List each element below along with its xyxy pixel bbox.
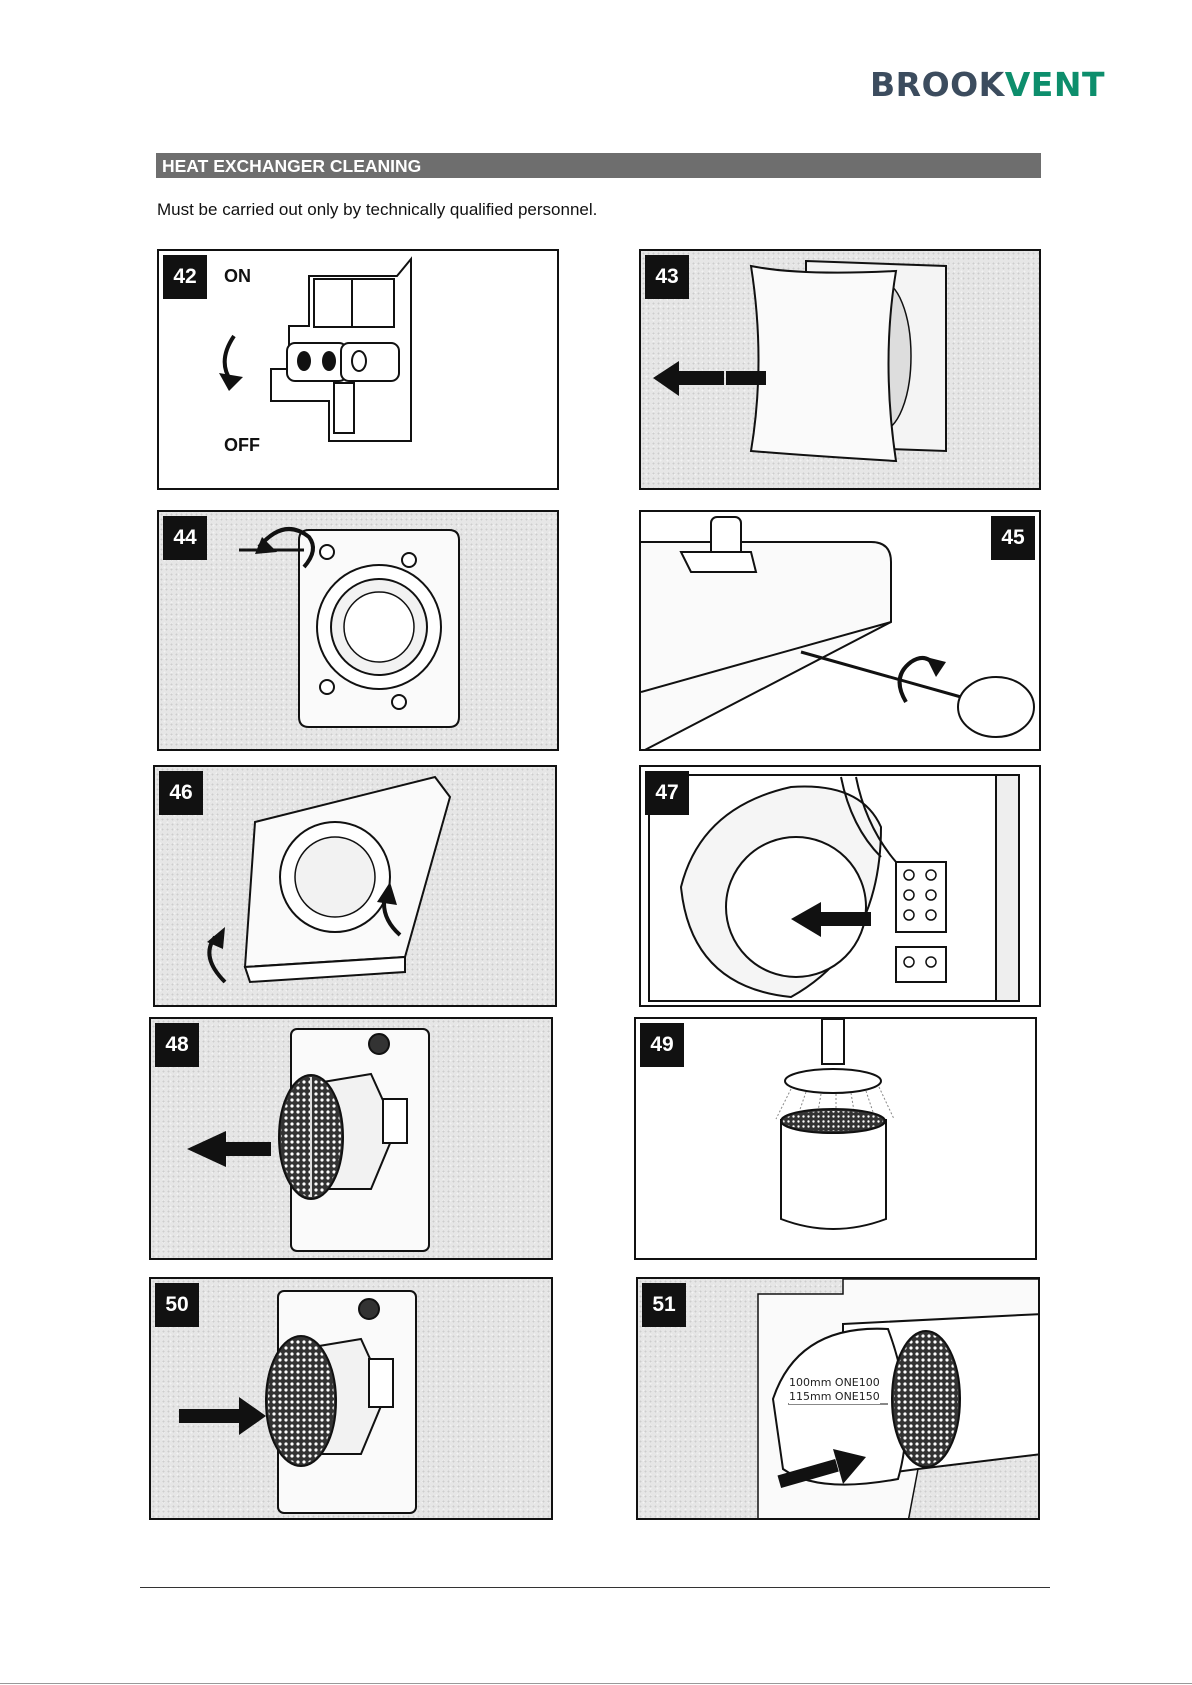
step-46-panel: 46 xyxy=(153,765,557,1007)
fascia-tilt-illustration xyxy=(155,767,557,1007)
brookvent-logo: BROOKVENT xyxy=(870,68,1105,101)
heat-exchanger-reinsert-illustration xyxy=(151,1279,553,1520)
dimension-label-one150: 115mm ONE150 xyxy=(789,1389,880,1404)
step-50-panel: 50 xyxy=(149,1277,553,1520)
section-header: HEAT EXCHANGER CLEANING xyxy=(156,153,1041,178)
step-43-panel: 43 xyxy=(639,249,1041,490)
step-42-panel: 42 ON OFF xyxy=(157,249,559,490)
internal-assembly-illustration xyxy=(641,767,1041,1007)
logo-brook: BROOK xyxy=(870,65,1005,104)
step-48-panel: 48 xyxy=(149,1017,553,1260)
page-bottom-edge xyxy=(0,1683,1192,1684)
step-45-panel: 45 xyxy=(639,510,1041,751)
section-title: HEAT EXCHANGER CLEANING xyxy=(162,156,421,177)
dimension-label-one100: 100mm ONE100 xyxy=(789,1375,880,1390)
step-49-panel: 49 xyxy=(634,1017,1037,1260)
front-cover-removal-illustration xyxy=(641,251,1041,490)
intro-text: Must be carried out only by technically … xyxy=(157,200,597,220)
circuit-breaker-illustration xyxy=(159,251,559,490)
screw-removal-illustration xyxy=(159,512,559,751)
step-51-panel: 51 100mm ONE100 115mm ONE150 xyxy=(636,1277,1040,1520)
step-47-panel: 47 xyxy=(639,765,1041,1007)
screwdriver-release-illustration xyxy=(641,512,1041,751)
brush-cleaning-illustration xyxy=(636,1019,1037,1260)
footer-divider xyxy=(140,1587,1050,1588)
logo-vent: VENT xyxy=(1005,65,1105,104)
heat-exchanger-removal-illustration xyxy=(151,1019,553,1260)
step-44-panel: 44 xyxy=(157,510,559,751)
